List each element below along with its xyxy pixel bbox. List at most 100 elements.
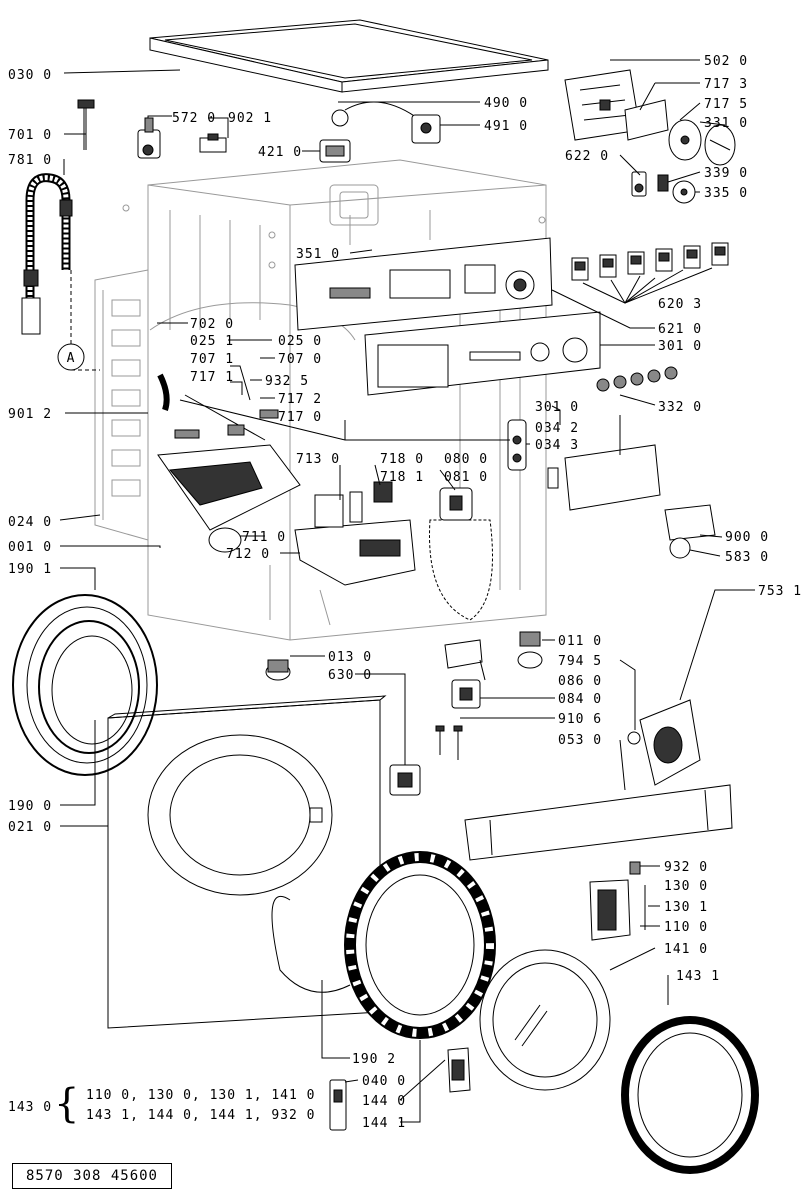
- detergent-drawer-front-301: [564, 444, 661, 511]
- callout-701-0: 701 0: [8, 128, 52, 143]
- callout-707-1: 707 1: [190, 352, 234, 367]
- marker-a-text: A: [67, 351, 76, 366]
- callout-421-0: 421 0: [258, 145, 302, 160]
- callout-932-0: 932 0: [664, 860, 708, 875]
- callout-143-1: 143 1: [676, 969, 720, 984]
- cabinet-frame: [94, 159, 547, 641]
- kit-code: 143 0: [8, 1100, 53, 1115]
- screw-910: [435, 725, 463, 760]
- callout-080-0: 080 0: [444, 452, 488, 467]
- control-board-502: [564, 69, 641, 141]
- part-902: [199, 133, 227, 153]
- callout-130-1: 130 1: [664, 900, 708, 915]
- callout-718-0: 718 0: [380, 452, 424, 467]
- callout-144-0: 144 0: [362, 1094, 406, 1109]
- dispenser-711: [157, 444, 301, 553]
- leader-lines: [59, 59, 755, 1123]
- ring-794: [627, 731, 641, 745]
- callout-301-0-front: 301 0: [535, 400, 579, 415]
- buttons-620: [571, 242, 729, 281]
- siphon-713: [314, 481, 393, 528]
- callout-583-0: 583 0: [725, 550, 769, 565]
- part-421: [319, 139, 351, 163]
- callout-717-3: 717 3: [704, 77, 748, 92]
- callout-190-1: 190 1: [8, 562, 52, 577]
- document-reference-number: 8570 308 45600: [12, 1163, 172, 1189]
- callout-711-0: 711 0: [242, 530, 286, 545]
- knob-disc-717-5: [668, 119, 702, 161]
- door-outer-ring-143: [621, 1016, 759, 1174]
- callout-794-5: 794 5: [558, 654, 602, 669]
- pressure-switch-490: [331, 101, 421, 127]
- part-622: [631, 171, 647, 197]
- hose-900: [664, 504, 716, 559]
- callout-502-0: 502 0: [704, 54, 748, 69]
- callout-025-0: 025 0: [278, 334, 322, 349]
- callout-902-1: 902 1: [228, 111, 272, 126]
- hoses-707: [157, 373, 279, 441]
- callout-335-0: 335 0: [704, 186, 748, 201]
- callout-086-0: 086 0: [558, 674, 602, 689]
- callout-718-1: 718 1: [380, 470, 424, 485]
- callout-702-0: 702 0: [190, 317, 234, 332]
- knob-331: [704, 124, 736, 166]
- callout-491-0: 491 0: [484, 119, 528, 134]
- callout-351-0: 351 0: [296, 247, 340, 262]
- top-lid: [149, 19, 549, 93]
- valve-572: [137, 117, 161, 159]
- callout-712-0: 712 0: [226, 547, 270, 562]
- callout-301-0-panel: 301 0: [658, 339, 702, 354]
- hinge-040: [329, 1079, 347, 1131]
- callout-011-0: 011 0: [558, 634, 602, 649]
- lock-630: [389, 764, 421, 796]
- callout-707-0: 707 0: [278, 352, 322, 367]
- callout-130-0: 130 0: [664, 879, 708, 894]
- callout-001-0: 001 0: [8, 540, 52, 555]
- callout-024-0: 024 0: [8, 515, 52, 530]
- callout-labels: 030 0 701 0 781 0 572 0 902 1 490 0 491 …: [8, 54, 802, 1131]
- callout-932-5: 932 5: [265, 374, 309, 389]
- callout-034-3: 034 3: [535, 438, 579, 453]
- callout-490-0: 490 0: [484, 96, 528, 111]
- plinth-053: [464, 784, 733, 861]
- foot-013: [265, 659, 291, 681]
- screw-932: [629, 861, 641, 875]
- callout-717-1: 717 1: [190, 370, 234, 385]
- callout-622-0: 622 0: [565, 149, 609, 164]
- door-glass-141: [479, 949, 611, 1091]
- front-panel: [107, 695, 387, 1029]
- callout-141-0: 141 0: [664, 942, 708, 957]
- part-086: [444, 639, 483, 669]
- callout-190-0: 190 0: [8, 799, 52, 814]
- kit-line-2: 143 1, 144 0, 144 1, 932 0: [86, 1108, 316, 1123]
- part-084: [451, 679, 481, 709]
- marker-a: A: [57, 270, 100, 371]
- inlet-hose-701: [77, 99, 95, 150]
- callout-781-0: 781 0: [8, 153, 52, 168]
- callout-013-0: 013 0: [328, 650, 372, 665]
- drain-hose-781: [21, 173, 73, 335]
- bracket-717-3: [624, 99, 669, 141]
- drawer-712: [294, 519, 416, 586]
- kit-brace: {: [54, 1081, 81, 1127]
- callout-910-6: 910 6: [558, 712, 602, 727]
- control-pcb-351: [294, 237, 553, 331]
- callout-630-0: 630 0: [328, 668, 372, 683]
- gasket-080: [429, 487, 493, 621]
- part-491: [411, 114, 441, 144]
- pump-753: [639, 699, 701, 786]
- callout-332-0: 332 0: [658, 400, 702, 415]
- callout-572-0: 572 0: [172, 111, 216, 126]
- callout-081-0: 081 0: [444, 470, 488, 485]
- knob-335: [672, 180, 696, 204]
- callout-021-0: 021 0: [8, 820, 52, 835]
- callout-040-0: 040 0: [362, 1074, 406, 1089]
- door-handle-130: [589, 879, 646, 941]
- callout-110-0: 110 0: [664, 920, 708, 935]
- service-kit-note: 143 0 { 110 0, 130 0, 130 1, 141 0 143 1…: [8, 1084, 338, 1128]
- callout-753-1: 753 1: [758, 584, 802, 599]
- callout-144-1: 144 1: [362, 1116, 406, 1131]
- callout-901-2: 901 2: [8, 407, 52, 422]
- callout-030-0: 030 0: [8, 68, 52, 83]
